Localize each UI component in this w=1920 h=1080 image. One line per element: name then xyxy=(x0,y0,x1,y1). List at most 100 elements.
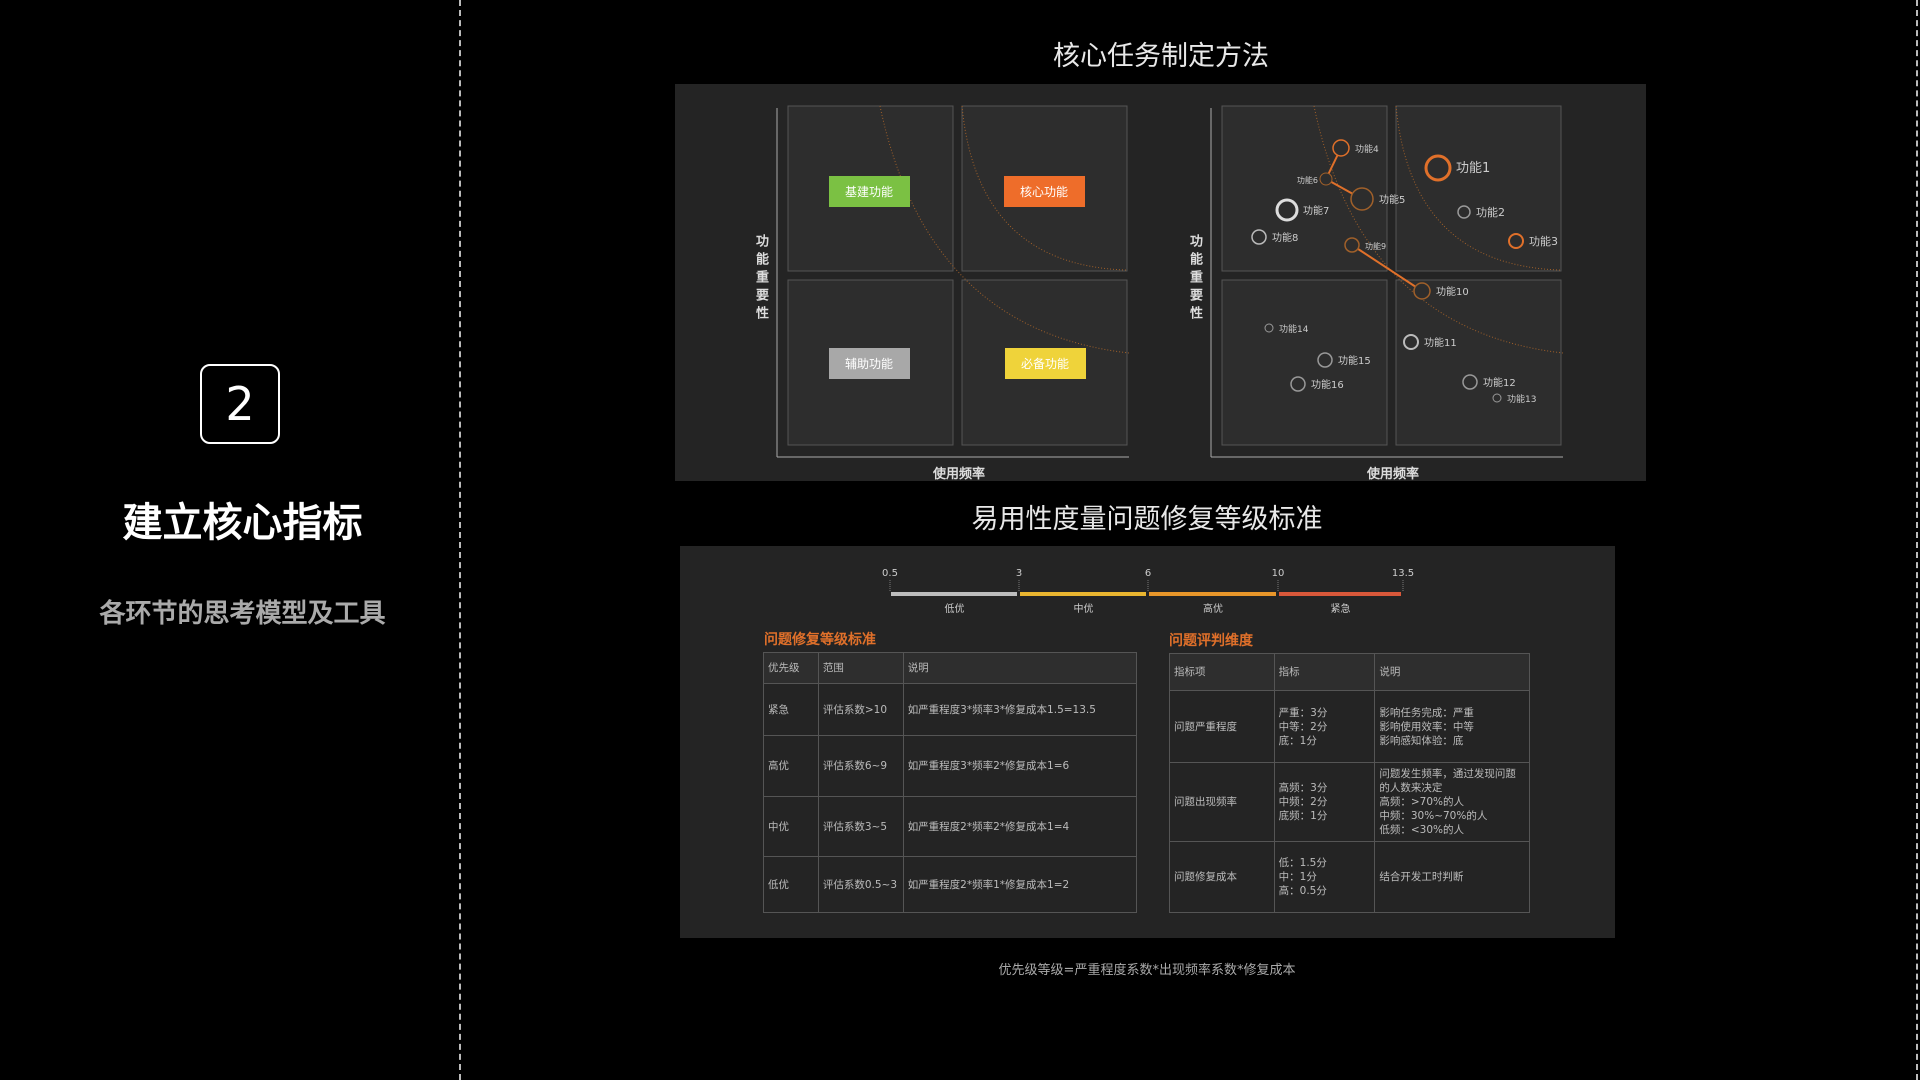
feature-point xyxy=(1424,154,1452,182)
feature-label: 功能8 xyxy=(1272,231,1298,244)
table-cell: 问题严重程度 xyxy=(1169,690,1275,763)
table-cell: 高优 xyxy=(763,735,819,797)
feature-point xyxy=(1403,334,1419,350)
table-cell: 评估系数0.5~3 xyxy=(817,856,904,913)
feature-label: 功能4 xyxy=(1355,143,1379,155)
table-cell: 如严重程度3*频率2*修复成本1=6 xyxy=(902,735,1138,797)
feature-point xyxy=(1275,198,1299,222)
x-axis-label: 使用频率 xyxy=(1366,466,1419,482)
quadrant-cell xyxy=(1395,105,1562,272)
table-header-cell: 范围 xyxy=(817,652,904,684)
judge-dimension-table: 指标项指标说明问题严重程度严重：3分 中等：2分 底：1分影响任务完成：严重 影… xyxy=(1169,653,1530,913)
table-cell: 如严重程度2*频率2*修复成本1=4 xyxy=(902,796,1138,857)
feature-link xyxy=(1351,244,1423,292)
quadrant-label-box xyxy=(1004,176,1085,207)
threshold-curve xyxy=(1395,105,1561,271)
scale-tick-label: 10 xyxy=(1272,568,1285,579)
table-cell: 严重：3分 中等：2分 底：1分 xyxy=(1273,690,1376,763)
scale-segment xyxy=(891,592,1017,596)
fix-standard-title: 问题修复等级标准 xyxy=(764,632,876,648)
feature-label: 功能15 xyxy=(1338,354,1371,367)
feature-point xyxy=(1264,323,1274,333)
scale-tick-label: 0.5 xyxy=(882,568,898,579)
quadrant-label: 辅助功能 xyxy=(845,357,893,371)
quadrant-label-box xyxy=(1005,348,1086,379)
usability-title: 易用性度量问题修复等级标准 xyxy=(971,504,1323,535)
table-cell: 紧急 xyxy=(763,683,819,736)
feature-label: 功能10 xyxy=(1436,285,1469,298)
table-row: 问题出现频率高频：3分 中频：2分 底频：1分问题发生频率，通过发现问题的人数来… xyxy=(1169,762,1530,842)
scale-level-label: 紧急 xyxy=(1331,602,1351,615)
formula-footnote: 优先级等级=严重程度系数*出现频率系数*修复成本 xyxy=(998,963,1296,978)
quadrant-label-box xyxy=(829,176,910,207)
table-cell: 低优 xyxy=(763,856,819,913)
threshold-curve xyxy=(961,105,1127,271)
scale-segment xyxy=(1279,592,1401,596)
feature-label: 功能3 xyxy=(1529,234,1558,248)
table-cell: 影响任务完成：严重 影响使用效率：中等 影响感知体验：底 xyxy=(1374,690,1530,763)
left-chart-y-axis-label: 功能重要性 xyxy=(753,234,768,324)
table-cell: 问题出现频率 xyxy=(1169,762,1275,842)
table-cell: 高频：3分 中频：2分 底频：1分 xyxy=(1273,762,1376,842)
x-axis-label: 使用频率 xyxy=(932,466,985,482)
feature-point xyxy=(1317,352,1333,368)
judge-dimension-title: 问题评判维度 xyxy=(1169,633,1253,649)
table-cell: 结合开发工时判断 xyxy=(1374,841,1530,913)
feature-point xyxy=(1492,393,1502,403)
feature-point xyxy=(1350,187,1374,211)
table-header-cell: 说明 xyxy=(902,652,1138,684)
feature-point xyxy=(1251,229,1267,245)
feature-label: 功能5 xyxy=(1379,193,1405,206)
right-chart-y-axis-label: 功能重要性 xyxy=(1187,234,1202,324)
section-heading: 建立核心指标 xyxy=(122,500,363,546)
quadrant-label: 基建功能 xyxy=(845,185,893,199)
table-header-cell: 优先级 xyxy=(763,652,819,684)
step-number-badge: 2 xyxy=(200,364,280,444)
feature-label: 功能11 xyxy=(1424,336,1457,349)
section-subheading: 各环节的思考模型及工具 xyxy=(99,599,386,629)
feature-point xyxy=(1319,172,1333,186)
scale-level-label: 高优 xyxy=(1203,602,1223,615)
table-cell: 评估系数6~9 xyxy=(817,735,904,797)
feature-label: 功能14 xyxy=(1279,323,1309,335)
scale-level-label: 中优 xyxy=(1074,602,1094,615)
table-header-cell: 说明 xyxy=(1374,653,1530,691)
table-cell: 如严重程度2*频率1*修复成本1=2 xyxy=(902,856,1138,913)
feature-label: 功能6 xyxy=(1297,175,1318,185)
feature-label: 功能13 xyxy=(1507,393,1536,405)
table-cell: 评估系数>10 xyxy=(817,683,904,736)
feature-label: 功能16 xyxy=(1311,378,1344,391)
divider-left xyxy=(459,0,461,1080)
quadrant-charts: 使用频率使用频率基建功能核心功能辅助功能必备功能功能1功能2功能3功能4功能5功… xyxy=(776,105,1564,482)
scale-tick-label: 6 xyxy=(1145,568,1151,579)
table-row: 问题严重程度严重：3分 中等：2分 底：1分影响任务完成：严重 影响使用效率：中… xyxy=(1169,690,1530,763)
feature-point xyxy=(1413,282,1431,300)
feature-point xyxy=(1344,237,1360,253)
table-header-cell: 指标项 xyxy=(1169,653,1275,691)
table-cell: 问题发生频率，通过发现问题的人数来决定 高频：>70%的人 中频：30%~70%… xyxy=(1374,762,1530,842)
divider-right xyxy=(1916,0,1918,1080)
feature-label: 功能12 xyxy=(1483,376,1516,389)
table-cell: 评估系数3~5 xyxy=(817,796,904,857)
quadrant-label-box xyxy=(829,348,910,379)
quadrant-cell xyxy=(1395,279,1562,446)
feature-point xyxy=(1290,376,1306,392)
table-row: 问题修复成本低：1.5分 中：1分 高：0.5分结合开发工时判断 xyxy=(1169,841,1530,913)
feature-point xyxy=(1457,205,1471,219)
scale-segment xyxy=(1020,592,1146,596)
feature-label: 功能7 xyxy=(1303,204,1329,217)
table-cell: 低：1.5分 中：1分 高：0.5分 xyxy=(1273,841,1376,913)
feature-label: 功能2 xyxy=(1476,205,1505,219)
method-title: 核心任务制定方法 xyxy=(1053,41,1269,72)
scale-segment xyxy=(1149,592,1276,596)
feature-label: 功能9 xyxy=(1365,241,1386,251)
quadrant-label: 核心功能 xyxy=(1020,185,1068,199)
scale-level-label: 低优 xyxy=(945,602,965,615)
feature-label: 功能1 xyxy=(1456,161,1490,176)
scale-tick-label: 13.5 xyxy=(1392,568,1414,579)
